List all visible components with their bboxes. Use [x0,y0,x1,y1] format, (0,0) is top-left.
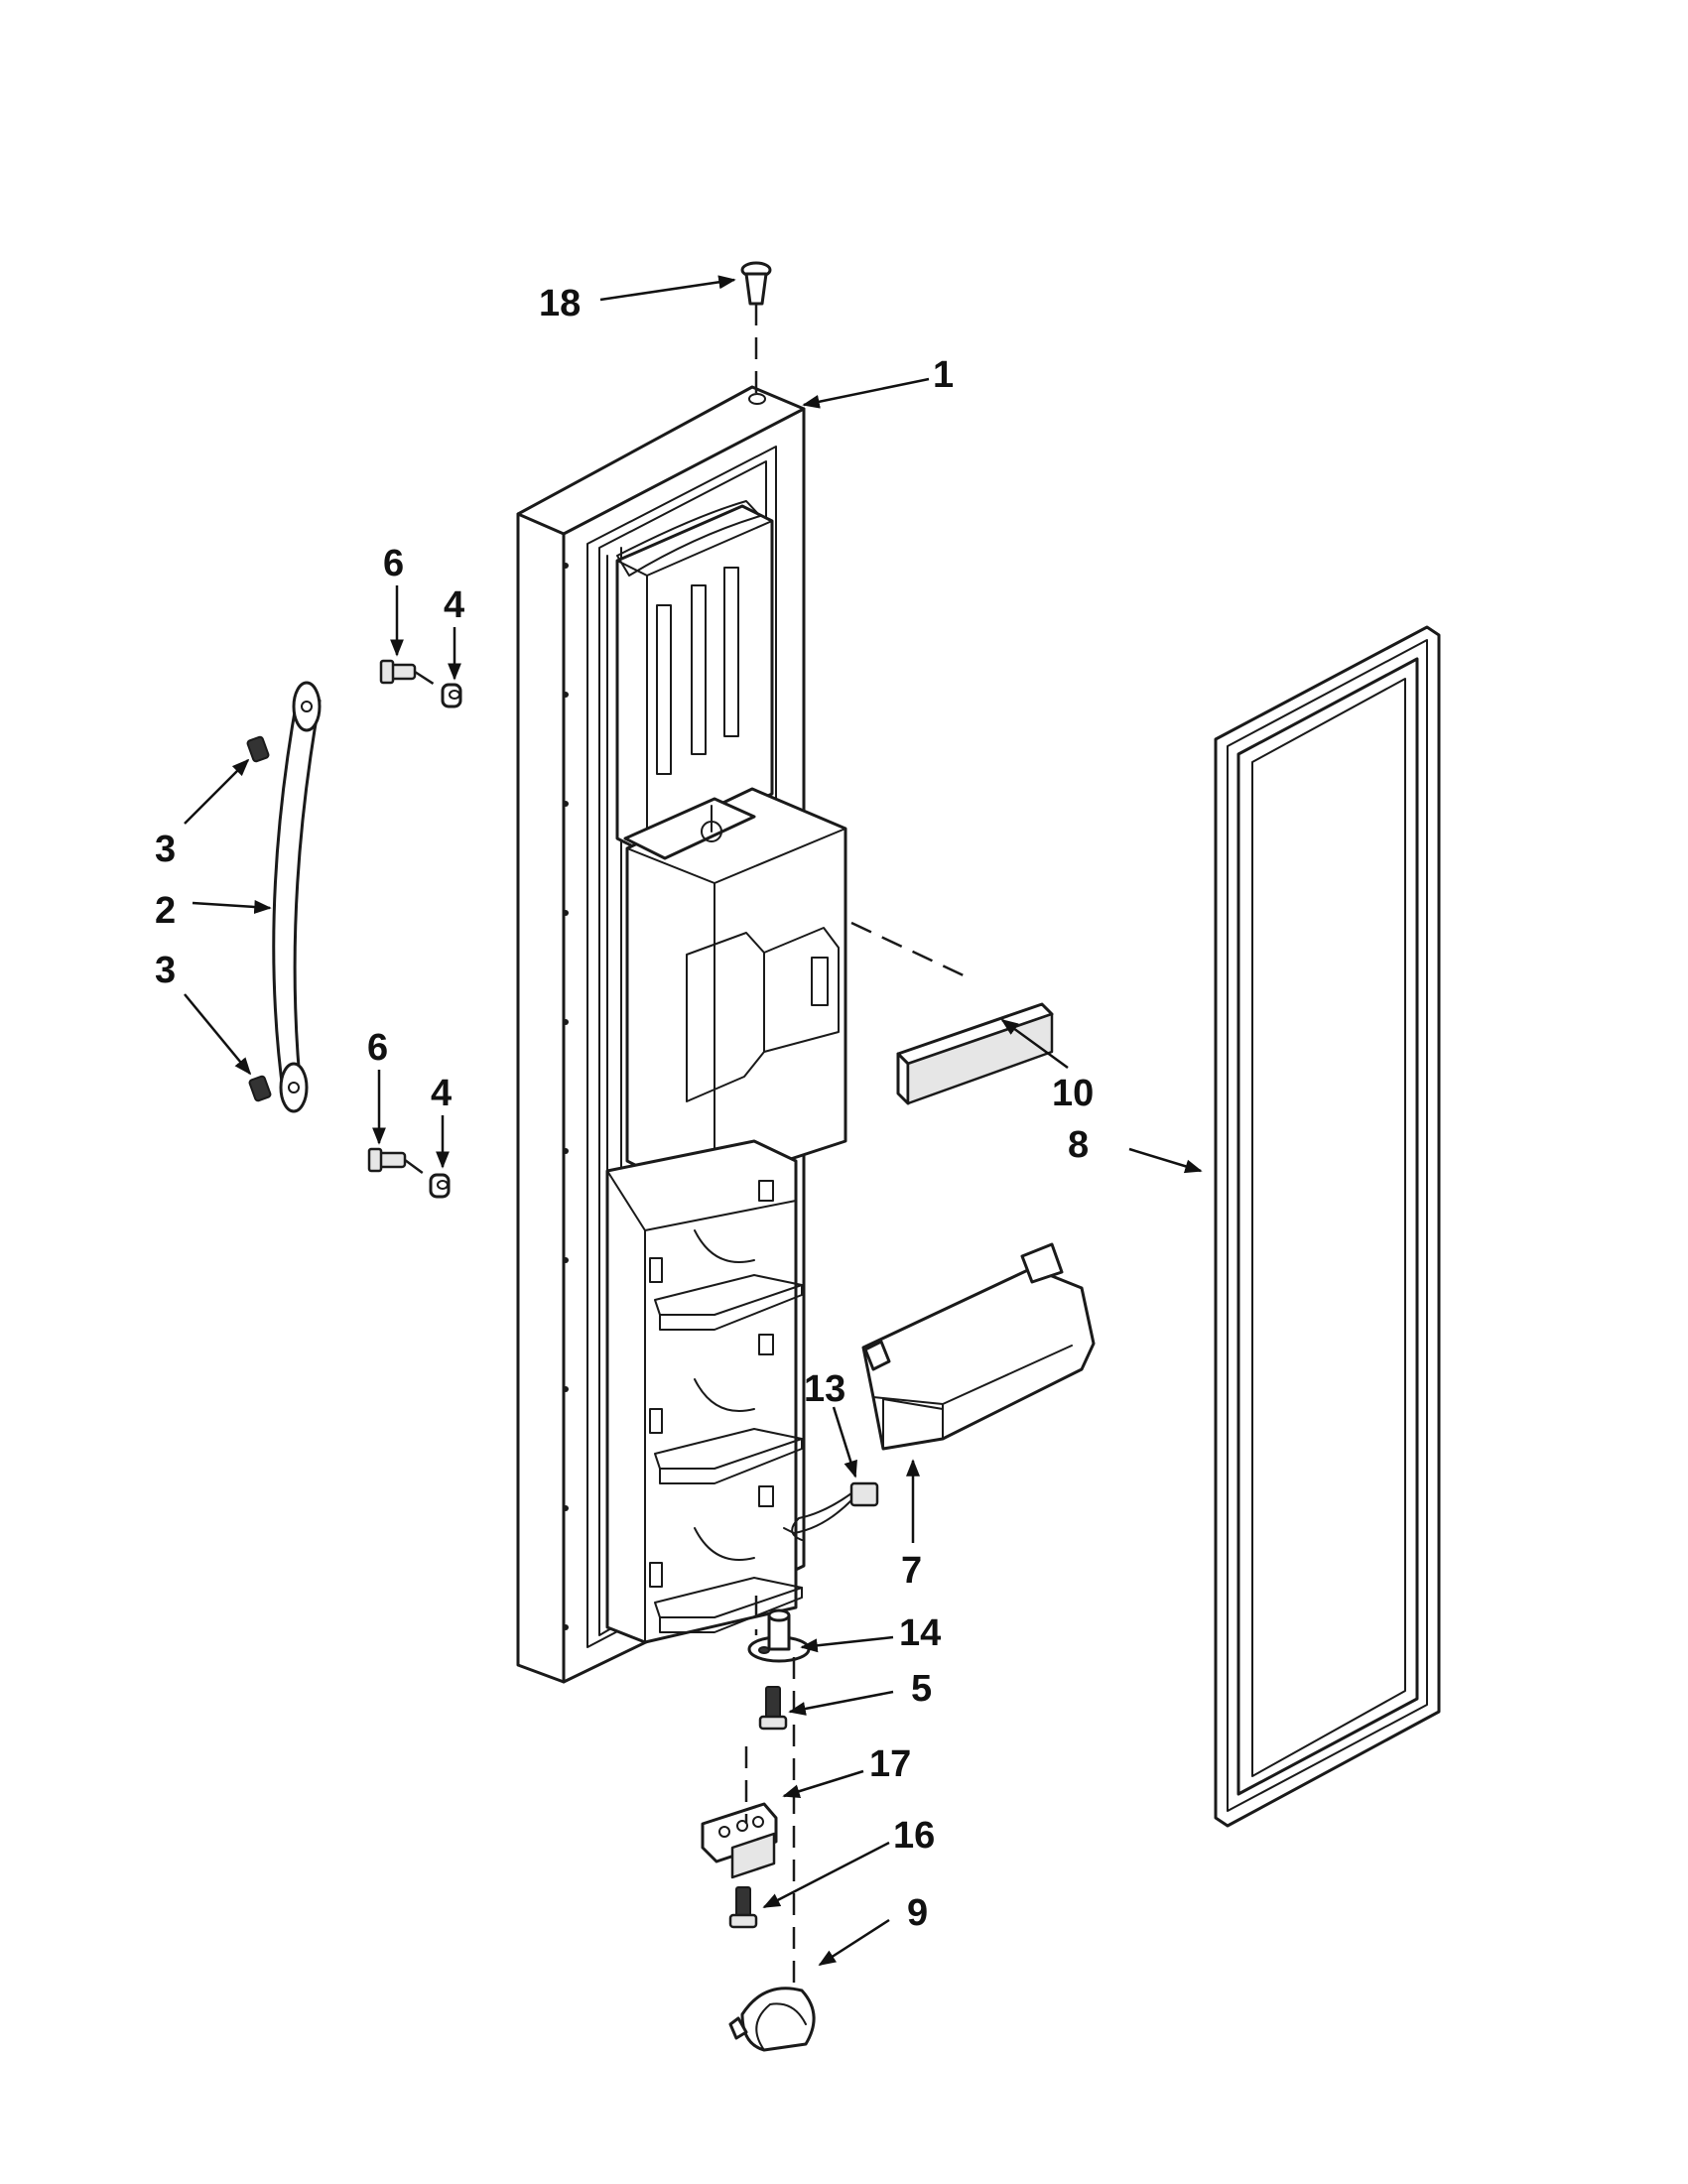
callout-labels: 18 1 6 4 3 2 3 6 4 10 8 13 7 14 5 17 16 … [155,283,1094,1934]
dispenser-housing [623,787,847,1173]
hinge-screw [758,1686,788,1731]
callout-10: 10 [1052,1073,1094,1114]
callout-14: 14 [899,1612,941,1654]
handle-set-screw-bottom [248,1075,272,1102]
handle-mounting-screw-bottom [367,1147,407,1173]
door-shelf-bin [861,1242,1096,1451]
handle-spacer-bottom [429,1173,451,1199]
callout-9: 9 [907,1892,928,1934]
door-top-plug [740,261,772,306]
handle-mounting-screw-top [379,659,417,685]
ice-storage-compartment [615,500,774,855]
hinge-cover [728,1987,816,2052]
lower-hinge-pin [747,1608,811,1663]
dispenser-trim-strip [896,1002,1054,1105]
callout-17: 17 [869,1743,911,1785]
handle-spacer-top [441,683,462,708]
callout-4-bottom: 4 [431,1073,452,1114]
callout-7: 7 [901,1550,922,1592]
callout-3-top: 3 [155,829,176,870]
callout-4-top: 4 [444,584,464,626]
bracket-screw [728,1886,758,1929]
callout-3-bottom: 3 [155,950,176,991]
callout-13: 13 [804,1368,845,1410]
callout-6-top: 6 [383,543,404,584]
lower-hinge-bracket [701,1802,778,1879]
leader-lines [184,275,1203,1967]
callout-6-bottom: 6 [367,1027,388,1069]
callout-2: 2 [155,890,176,932]
handle-set-screw-top [246,735,270,763]
callout-5: 5 [911,1668,932,1710]
wire-harness [783,1481,879,1541]
door-handle [272,681,322,1113]
callout-1: 1 [933,354,954,396]
door-shelf-bins [605,1139,803,1644]
callout-18: 18 [539,283,581,324]
refrigerator-door [516,385,847,1684]
callout-16: 16 [893,1815,935,1857]
callout-8: 8 [1068,1124,1089,1166]
door-gasket [1214,625,1441,1828]
